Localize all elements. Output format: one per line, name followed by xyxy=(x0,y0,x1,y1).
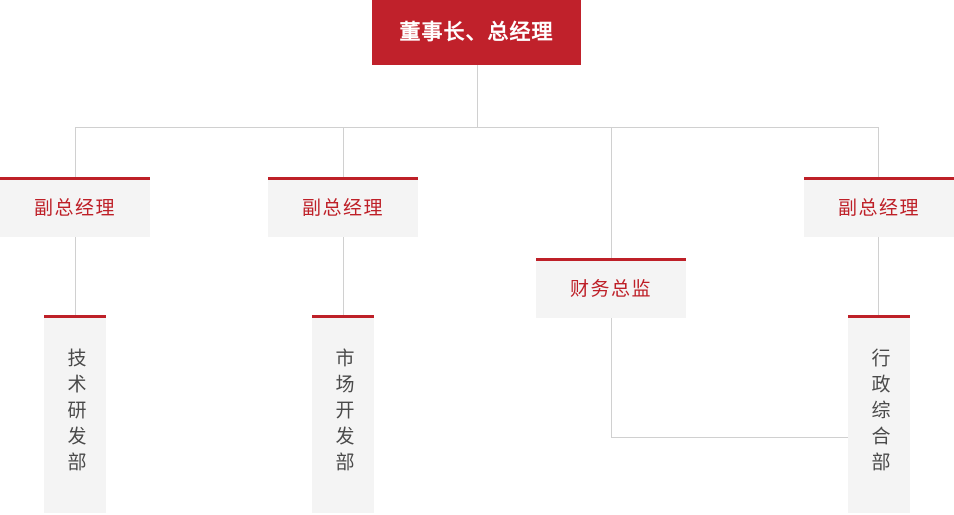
node-department-admin-label: 行政综合部 xyxy=(868,348,890,478)
node-cfo-label: 财务总监 xyxy=(569,279,652,300)
connector-vgm2-to-market xyxy=(343,237,344,315)
node-vice-general-manager-2-label: 副总经理 xyxy=(301,198,384,219)
node-chairman-general-manager[interactable]: 董事长、总经理 xyxy=(372,0,581,65)
connector-bus-to-vgm-3 xyxy=(878,127,879,178)
connector-root-down xyxy=(477,65,478,127)
node-department-market[interactable]: 市场开发部 xyxy=(312,315,374,513)
node-vice-general-manager-3[interactable]: 副总经理 xyxy=(804,177,954,237)
connector-vgm1-to-rnd xyxy=(75,237,76,315)
node-cfo[interactable]: 财务总监 xyxy=(536,258,686,318)
connector-bus-to-vgm-2 xyxy=(343,127,344,178)
node-department-rnd-label: 技术研发部 xyxy=(64,348,86,478)
node-vice-general-manager-3-label: 副总经理 xyxy=(837,198,920,219)
node-department-admin[interactable]: 行政综合部 xyxy=(848,315,910,513)
node-vice-general-manager-1-label: 副总经理 xyxy=(33,198,116,219)
node-vice-general-manager-2[interactable]: 副总经理 xyxy=(268,177,418,237)
connector-vgm3-to-admin xyxy=(878,237,879,315)
connector-bus-to-cfo xyxy=(611,127,612,258)
connector-bus-to-vgm-1 xyxy=(75,127,76,178)
connector-level2-bus xyxy=(75,127,879,128)
node-chairman-general-manager-label: 董事长、总经理 xyxy=(399,21,554,44)
connector-cfo-to-admin xyxy=(611,437,849,438)
node-vice-general-manager-1[interactable]: 副总经理 xyxy=(0,177,150,237)
node-department-market-label: 市场开发部 xyxy=(332,348,354,478)
connector-cfo-down xyxy=(611,318,612,437)
node-department-rnd[interactable]: 技术研发部 xyxy=(44,315,106,513)
